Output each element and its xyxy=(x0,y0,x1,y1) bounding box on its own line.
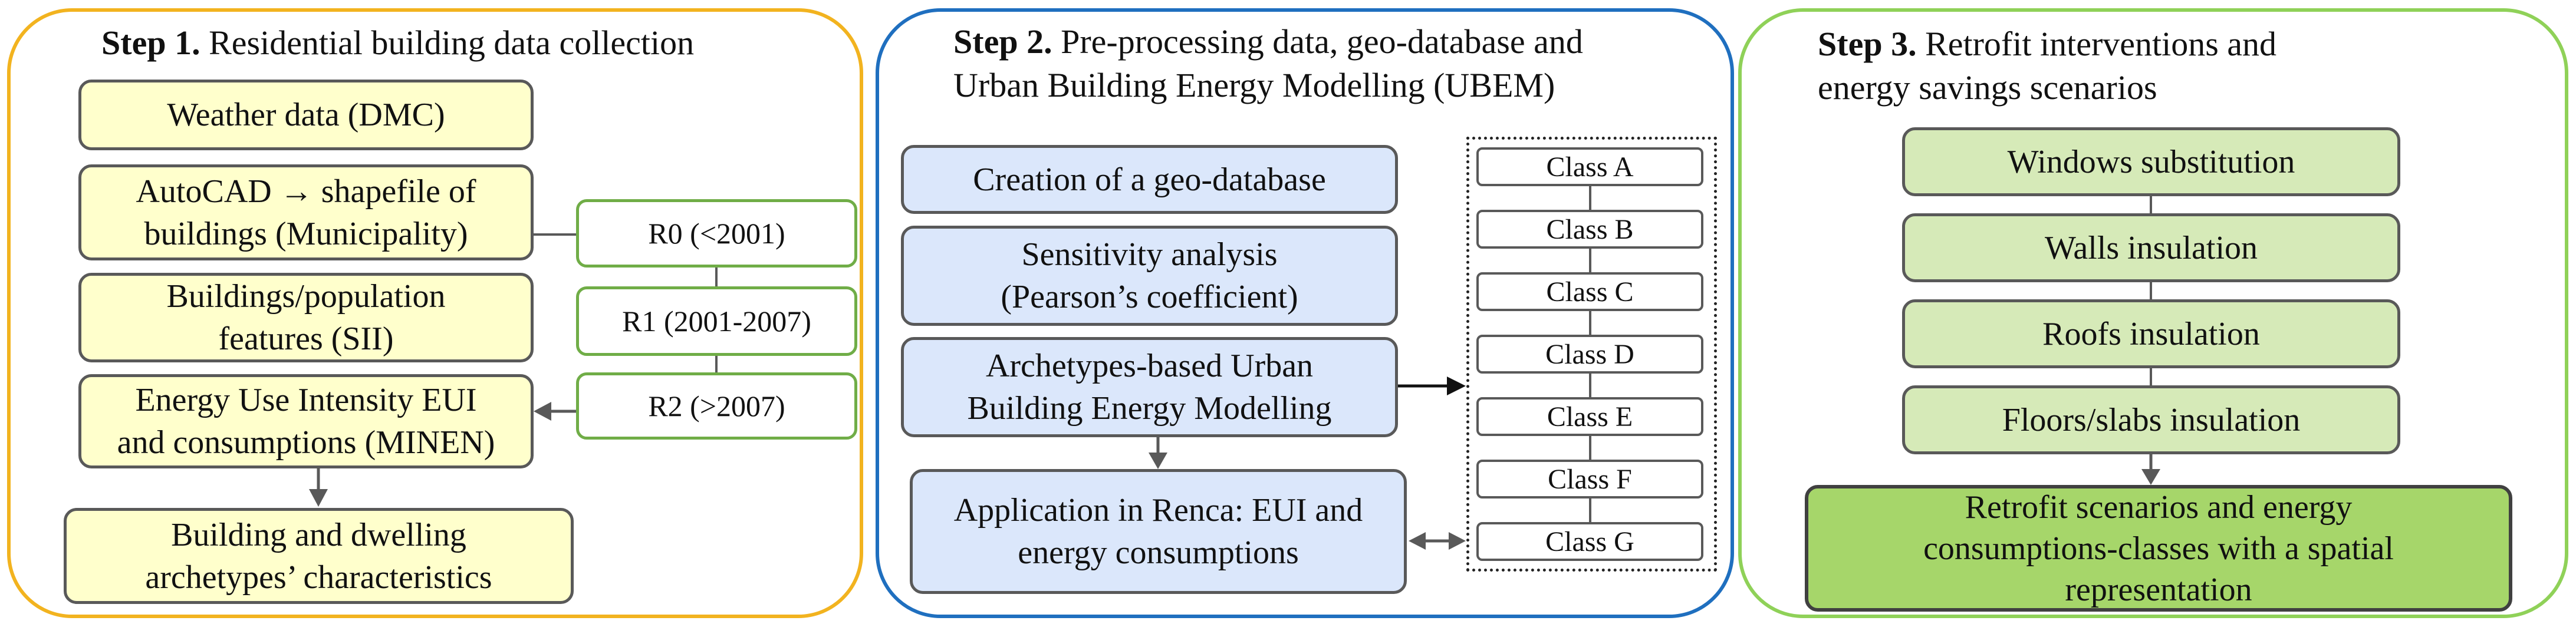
class-d-box: Class D xyxy=(1476,335,1703,374)
step1-title-text: Residential building data collection xyxy=(209,24,695,62)
class-e-box: Class E xyxy=(1476,397,1703,436)
renca-classes-arrowhead-left xyxy=(1409,532,1426,550)
class-g-box: Class G xyxy=(1476,522,1703,561)
energy-classes-group xyxy=(1466,137,1717,572)
eui-to-archetypes-arrowhead xyxy=(309,489,328,507)
period-r0-box: R0 (<2001) xyxy=(576,199,857,268)
ubem-box: Archetypes-based Urban Building Energy M… xyxy=(901,337,1398,437)
autocad-shapefile-box: AutoCAD → shapefile of buildings (Munici… xyxy=(78,164,534,260)
geo-database-box: Creation of a geo-database xyxy=(901,145,1398,214)
step2-title: Step 2. Pre-processing data, geo-databas… xyxy=(953,20,1583,107)
ubem-to-classes-arrowhead xyxy=(1447,377,1466,395)
walls-insulation-box: Walls insulation xyxy=(1902,213,2400,282)
step3-title: Step 3. Retrofit interventions and energ… xyxy=(1818,22,2276,110)
renca-application-box: Application in Renca: EUI and energy con… xyxy=(910,469,1407,594)
step1-label: Step 1. xyxy=(101,24,200,62)
step2-title-line2: Urban Building Energy Modelling (UBEM) xyxy=(953,66,1555,104)
class-b-box: Class B xyxy=(1476,210,1703,249)
ubem-to-renca-arrowhead xyxy=(1149,453,1167,469)
step2-label: Step 2. xyxy=(953,22,1052,61)
energy-use-intensity-box: Energy Use Intensity EUI and consumption… xyxy=(78,374,534,468)
windows-substitution-box: Windows substitution xyxy=(1902,127,2400,196)
step3-title-line2: energy savings scenarios xyxy=(1818,68,2157,107)
renca-classes-arrowhead-right xyxy=(1449,532,1466,550)
step1-title: Step 1. Residential building data collec… xyxy=(101,21,694,65)
class-a-box: Class A xyxy=(1476,147,1703,186)
step2-title-line1: Pre-processing data, geo-database and xyxy=(1061,22,1583,61)
buildings-population-box: Buildings/population features (SII) xyxy=(78,273,534,362)
period-r2-box: R2 (>2007) xyxy=(576,372,857,440)
sensitivity-analysis-box: Sensitivity analysis (Pearson’s coeffici… xyxy=(901,226,1398,326)
step3-title-line1: Retrofit interventions and xyxy=(1925,25,2277,63)
period-r1-box: R1 (2001-2007) xyxy=(576,286,857,356)
class-c-box: Class C xyxy=(1476,272,1703,311)
step3-label: Step 3. xyxy=(1818,25,1917,63)
weather-data-box: Weather data (DMC) xyxy=(78,80,534,150)
floors-to-scenarios-arrowhead xyxy=(2141,469,2160,485)
retrofit-scenarios-box: Retrofit scenarios and energy consumptio… xyxy=(1805,485,2512,612)
class-f-box: Class F xyxy=(1476,460,1703,498)
roofs-insulation-box: Roofs insulation xyxy=(1902,299,2400,368)
r2-to-eui-arrowhead xyxy=(534,402,551,421)
archetypes-characteristics-box: Building and dwelling archetypes’ charac… xyxy=(64,508,574,604)
floors-slabs-insulation-box: Floors/slabs insulation xyxy=(1902,385,2400,454)
